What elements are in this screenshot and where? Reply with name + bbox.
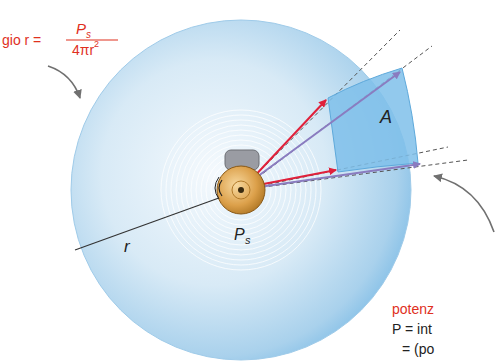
radius-line — [75, 190, 241, 250]
radius-label: r — [124, 238, 130, 257]
sphere — [71, 20, 411, 360]
fraction-bar — [66, 39, 118, 40]
area-patch — [328, 68, 418, 172]
pointer-arrow — [48, 66, 80, 98]
sound-source — [215, 150, 265, 214]
formula-denominator: 4πr — [72, 43, 94, 58]
caption-text: = (po — [402, 342, 434, 357]
area-label: A — [380, 108, 392, 128]
power-subscript: s — [245, 234, 251, 246]
formula-symbol: P — [76, 21, 86, 38]
formula-exponent: 2 — [94, 40, 99, 50]
pointer-arrow — [434, 176, 494, 232]
caption-text: P = int — [392, 322, 432, 337]
dashed-cone — [241, 30, 468, 190]
caption-text: potenz — [392, 302, 434, 317]
intensity-arrows — [250, 72, 420, 188]
formula-subscript: s — [86, 29, 91, 40]
formula-text: gio r = — [2, 33, 41, 48]
power-symbol: P — [234, 226, 245, 244]
